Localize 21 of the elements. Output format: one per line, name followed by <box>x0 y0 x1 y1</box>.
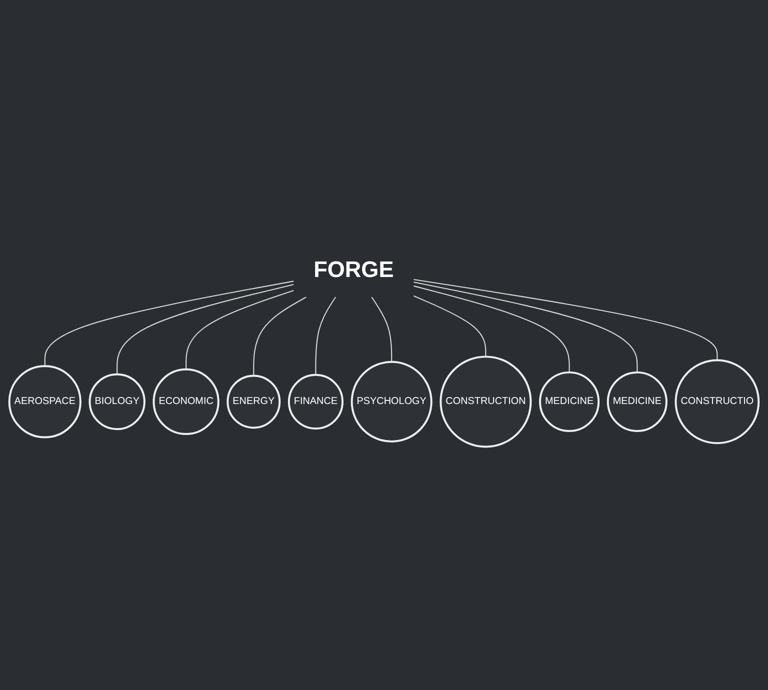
node-circle: ENERGY <box>226 374 281 429</box>
connector <box>116 284 294 374</box>
node-circle: AEROSPACE <box>8 365 82 438</box>
connector <box>414 278 718 360</box>
connector <box>414 285 570 372</box>
connector <box>371 296 392 362</box>
connector <box>253 296 307 376</box>
node-circle: ECONOMIC <box>152 368 220 436</box>
connector <box>413 295 486 357</box>
node-circle: MEDICINE <box>539 371 600 432</box>
node-text: FORGE <box>314 257 394 282</box>
connector <box>44 280 294 366</box>
connector <box>186 290 294 370</box>
node-circle: PSYCHOLOGY <box>350 360 432 442</box>
connector <box>414 282 638 372</box>
node-circle: CONSTRUCTIO <box>674 359 760 444</box>
node-circle: FINANCE <box>288 374 344 430</box>
node-circle: BIOLOGY <box>88 373 146 430</box>
connector <box>315 296 336 375</box>
node-circle: MEDICINE <box>606 371 668 432</box>
node-circle: CONSTRUCTION <box>440 356 532 448</box>
